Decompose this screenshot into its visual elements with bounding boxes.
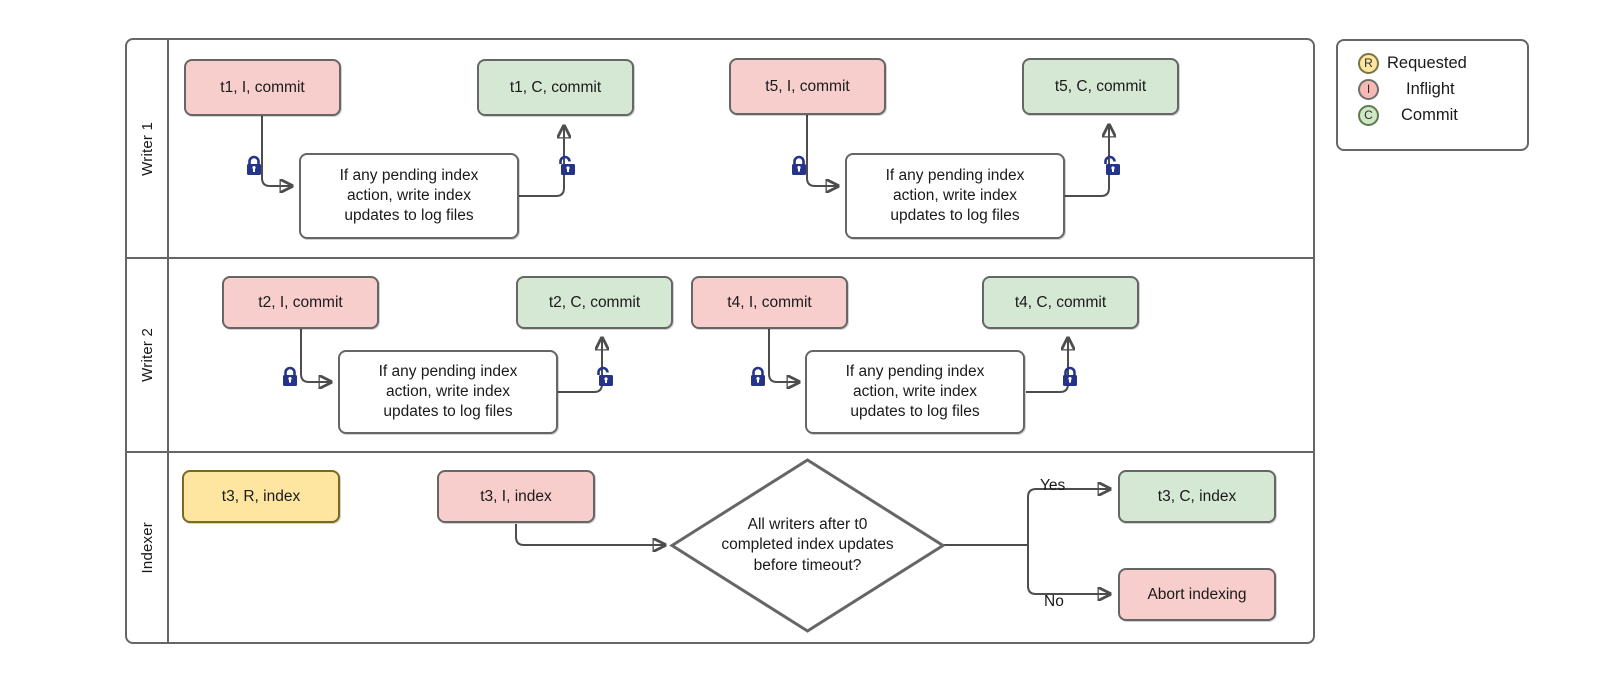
legend-label-requested: Requested <box>1387 53 1467 72</box>
node-w1-t5-commit[interactable]: t5, C, commit <box>1022 58 1179 115</box>
legend-panel: R Requested I Inflight C Commit <box>1336 39 1529 151</box>
lock-closed-icon <box>748 366 768 388</box>
lane-header-indexer: Indexer <box>127 453 169 642</box>
node-indexer-abort[interactable]: Abort indexing <box>1118 568 1276 621</box>
commit-badge-icon: C <box>1358 104 1379 126</box>
node-w1-t5-inflight[interactable]: t5, I, commit <box>729 58 886 115</box>
process-line-3: updates to log files <box>383 402 513 420</box>
lane-title-writer-1: Writer 1 <box>138 121 156 176</box>
process-line-1: If any pending index <box>885 167 1025 185</box>
lock-closed-icon <box>789 155 809 177</box>
node-w2-t4-inflight[interactable]: t4, I, commit <box>691 276 848 329</box>
lock-open-icon <box>1100 155 1120 177</box>
node-w1-process-1[interactable]: If any pending index action, write index… <box>299 153 519 239</box>
legend-item-inflight: I Inflight <box>1338 76 1527 102</box>
legend-label-inflight: Inflight <box>1406 79 1455 98</box>
legend-label-commit: Commit <box>1401 105 1458 124</box>
lane-indexer: Indexer <box>127 453 1313 642</box>
edge-label-no: No <box>1044 593 1064 610</box>
node-w1-t1-commit[interactable]: t1, C, commit <box>477 59 634 116</box>
node-indexer-decision[interactable]: All writers after t0 completed index upd… <box>669 458 946 633</box>
node-w2-t2-inflight[interactable]: t2, I, commit <box>222 276 379 329</box>
node-w2-process-2[interactable]: If any pending index action, write index… <box>805 350 1025 434</box>
legend-item-requested: R Requested <box>1338 50 1527 76</box>
node-w2-process-1[interactable]: If any pending index action, write index… <box>338 350 558 434</box>
node-w1-t1-inflight[interactable]: t1, I, commit <box>184 59 341 116</box>
process-line-2: action, write index <box>852 383 978 401</box>
lane-header-writer-1: Writer 1 <box>127 40 169 257</box>
requested-badge-icon: R <box>1358 52 1379 74</box>
lane-writer-1: Writer 1 <box>127 40 1313 259</box>
process-line-3: updates to log files <box>890 206 1020 224</box>
lane-writer-2: Writer 2 <box>127 259 1313 453</box>
node-indexer-t3-inflight[interactable]: t3, I, index <box>437 470 595 523</box>
lock-closed-icon <box>280 366 300 388</box>
lane-title-writer-2: Writer 2 <box>138 328 156 382</box>
edge-label-yes: Yes <box>1040 477 1066 494</box>
process-line-3: updates to log files <box>344 206 474 224</box>
legend-item-commit: C Commit <box>1338 102 1527 128</box>
lock-open-icon <box>555 155 575 177</box>
node-indexer-t3-commit[interactable]: t3, C, index <box>1118 470 1276 523</box>
process-line-2: action, write index <box>892 187 1018 205</box>
process-line-1: If any pending index <box>378 363 518 381</box>
node-w1-process-2[interactable]: If any pending index action, write index… <box>845 153 1065 239</box>
inflight-badge-icon: I <box>1358 78 1379 100</box>
process-line-1: If any pending index <box>845 363 985 381</box>
process-line-3: updates to log files <box>850 402 980 420</box>
process-line-2: action, write index <box>385 383 511 401</box>
lock-closed-icon <box>1060 366 1080 388</box>
node-indexer-t3-requested[interactable]: t3, R, index <box>182 470 340 523</box>
process-line-1: If any pending index <box>339 167 479 185</box>
node-w2-t4-commit[interactable]: t4, C, commit <box>982 276 1139 329</box>
lock-open-icon <box>593 366 613 388</box>
process-line-2: action, write index <box>346 187 472 205</box>
node-w2-t2-commit[interactable]: t2, C, commit <box>516 276 673 329</box>
lock-closed-icon <box>244 155 264 177</box>
lane-title-indexer: Indexer <box>138 521 156 574</box>
lane-header-writer-2: Writer 2 <box>127 259 169 451</box>
